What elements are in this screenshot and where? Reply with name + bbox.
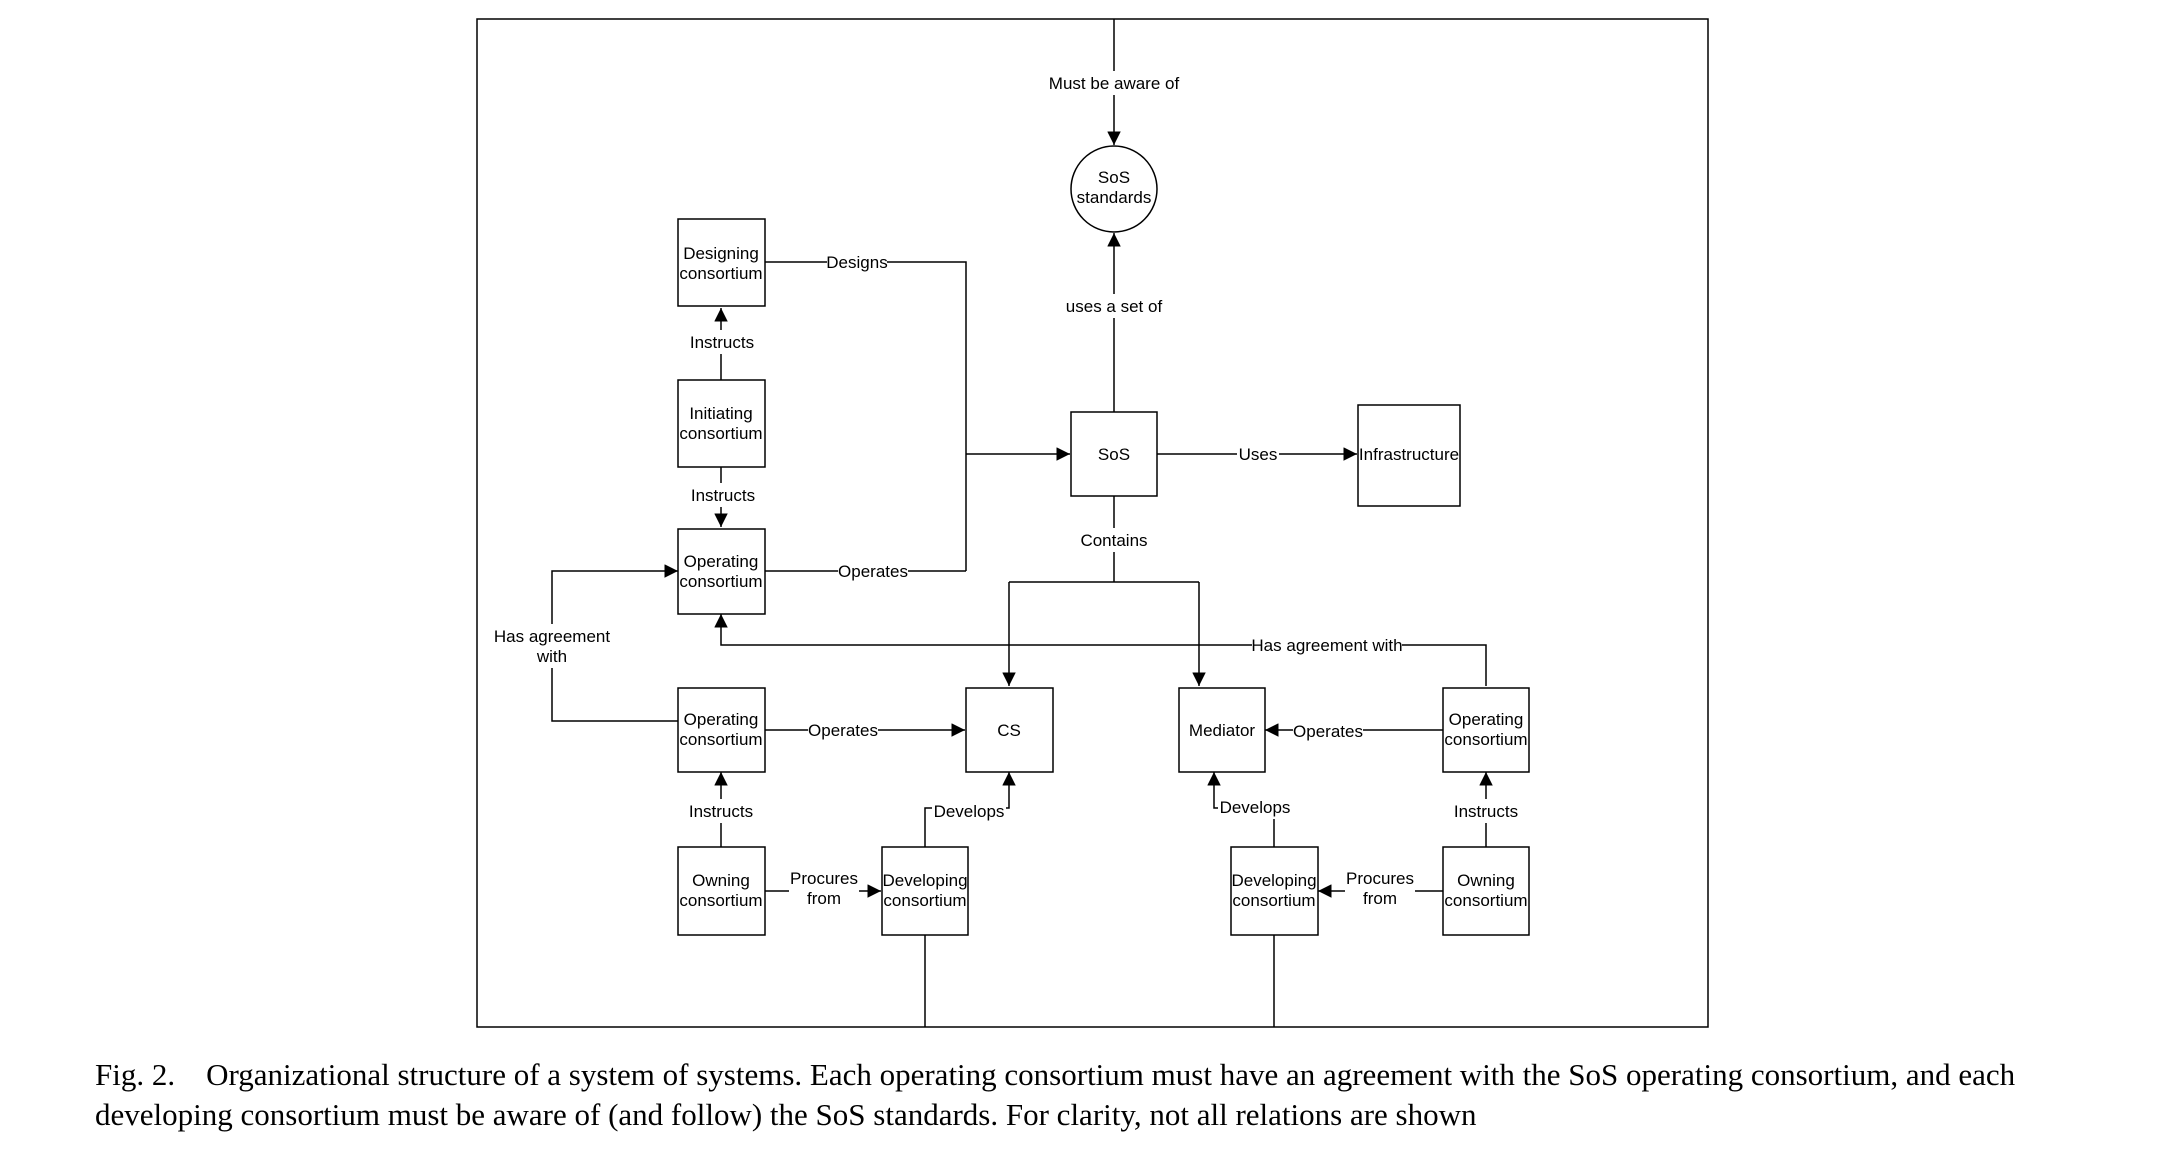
svg-text:Operates: Operates [838,562,908,581]
svg-text:Instructs: Instructs [691,486,755,505]
edge-label-designs: Designs [826,250,888,274]
infrastructure-label: Infrastructure [1359,445,1459,464]
caption-label: Fig. 2. [95,1057,176,1092]
svg-text:Uses: Uses [1239,445,1278,464]
edge-label-instructs-1: Instructs [689,330,755,354]
cs-label: CS [997,721,1021,740]
edge-label-uses: Uses [1237,442,1279,466]
sos-label: SoS [1098,445,1130,464]
edge-label-instructs-left: Instructs [688,799,754,823]
developing-consortium-left-node [881,846,969,936]
edge-labels: Must be aware of uses a set of Designs I… [494,71,1519,910]
sos-standards-node [1070,145,1158,233]
operating-consortium-top-node [677,528,766,615]
edge-label-uses-a-set-of: uses a set of [1064,294,1164,318]
operating-consortium-left-node [677,687,766,773]
edge-label-instructs-2: Instructs [690,483,756,507]
svg-text:Designs: Designs [826,253,887,272]
svg-text:Develops: Develops [1220,798,1291,817]
edge-label-develops-right: Develops [1218,795,1292,819]
svg-text:uses a set of: uses a set of [1066,297,1163,316]
edge-label-contains: Contains [1080,528,1148,552]
mediator-node [1178,687,1266,773]
caption-text: Organizational structure of a system of … [95,1057,2016,1132]
cs-node [965,687,1054,773]
developing-consortium-right-node [1230,846,1319,936]
initiating-consortium-node [677,379,766,468]
sos-node [1070,411,1158,497]
svg-text:Must be aware of: Must be aware of [1049,74,1180,93]
svg-text:Contains: Contains [1080,531,1147,550]
operating-consortium-right-node [1442,687,1530,773]
svg-text:Operates: Operates [808,721,878,740]
owning-consortium-right-node [1442,846,1530,936]
figure-caption: Fig. 2. Organizational structure of a sy… [95,1055,2155,1135]
svg-text:Instructs: Instructs [1454,802,1518,821]
svg-text:Instructs: Instructs [689,802,753,821]
svg-text:Develops: Develops [934,802,1005,821]
edge-label-develops-left: Develops [932,799,1006,823]
mediator-label: Mediator [1189,721,1255,740]
infrastructure-node [1357,404,1461,507]
edge-label-operates-left: Operates [808,718,878,742]
svg-text:Has agreement with: Has agreement with [1251,636,1402,655]
edge-label-operates-top: Operates [838,559,908,583]
svg-text:Instructs: Instructs [690,333,754,352]
edge-label-must-be-aware: Must be aware of [1049,71,1180,95]
svg-text:Operates: Operates [1293,722,1363,741]
edge-label-operates-right: Operates [1293,719,1363,743]
owning-consortium-left-node [677,846,766,936]
diagram-frame [476,18,1709,1028]
edge-label-has-agreement-right: Has agreement with [1251,633,1403,657]
designing-consortium-node [677,218,766,307]
edge-label-instructs-right: Instructs [1453,799,1519,823]
